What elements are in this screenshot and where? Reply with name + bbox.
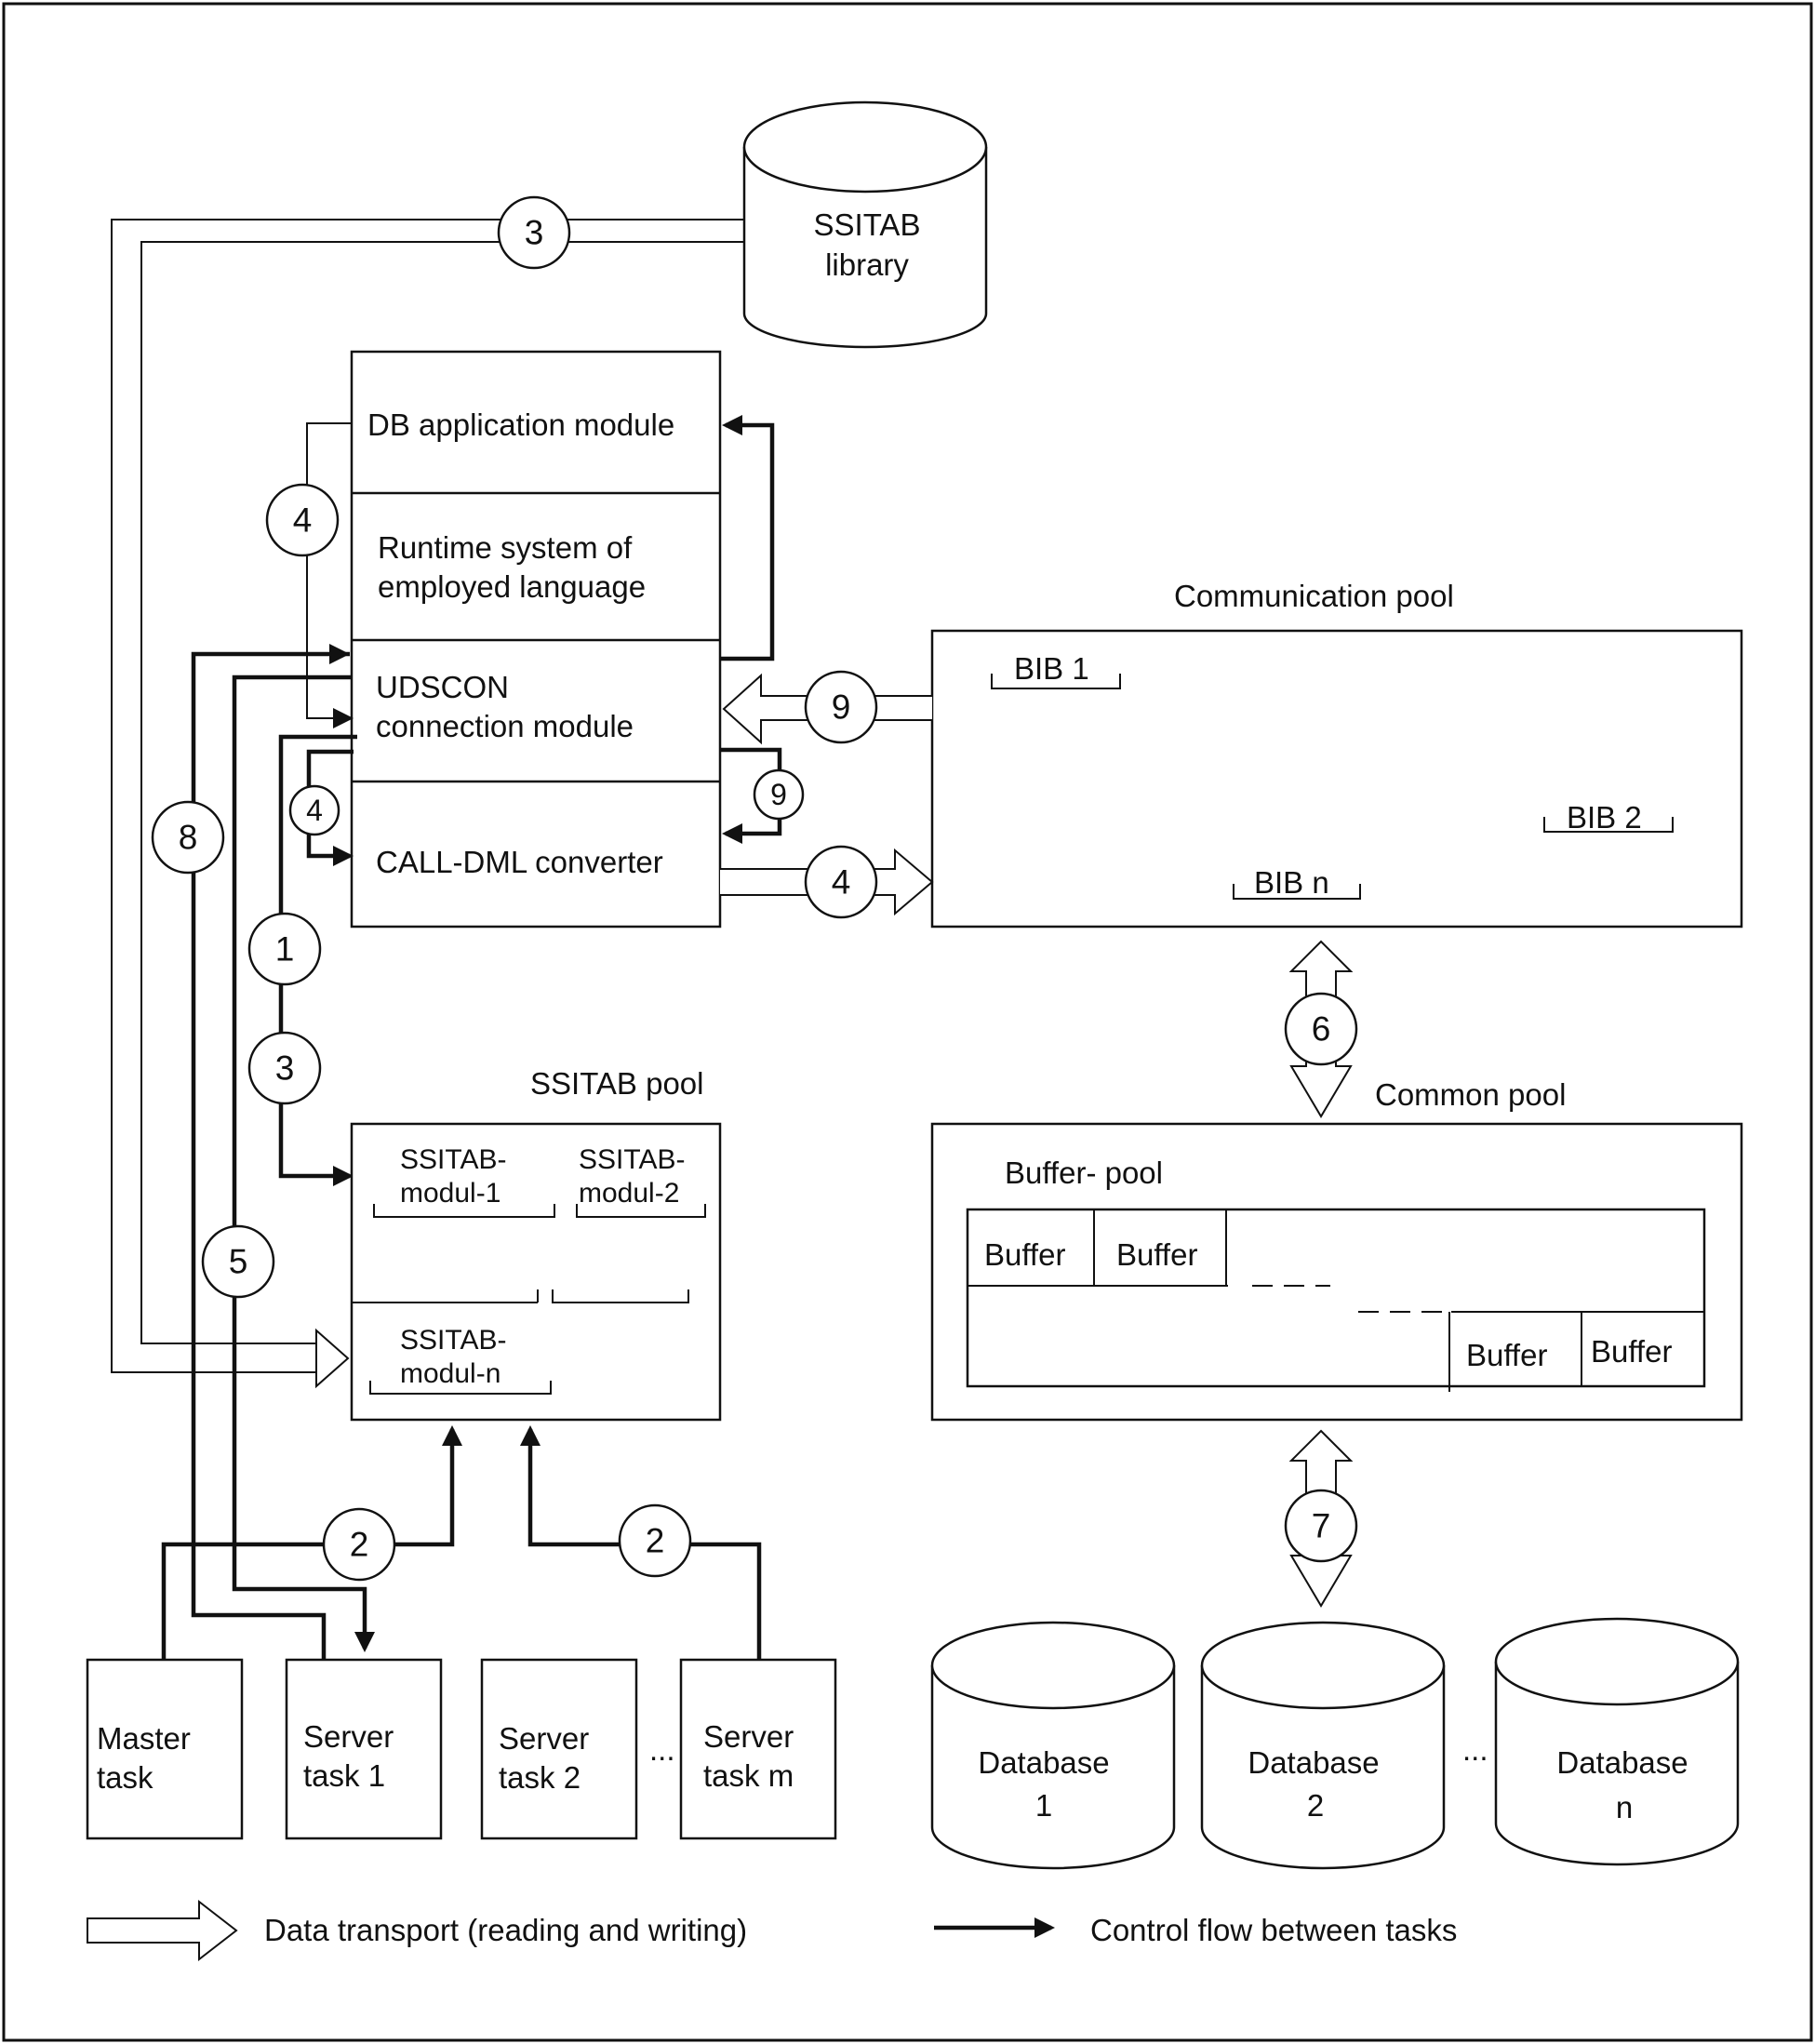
bib1-label: BIB 1 [1014, 651, 1089, 686]
database-n-label-2: n [1616, 1790, 1633, 1824]
buffer-1-label: Buffer [984, 1237, 1065, 1272]
db-application-module-label: DB application module [367, 407, 674, 442]
step-6: 6 [1312, 1010, 1331, 1049]
communication-pool-title: Communication pool [1174, 579, 1454, 613]
legend-control-flow-label: Control flow between tasks [1090, 1913, 1457, 1947]
ssitab-modul-n-label-2: modul-n [400, 1358, 500, 1389]
server-task-1-label-1: Server [303, 1719, 394, 1754]
step-circles: 3 4 9 9 4 4 8 1 3 5 6 7 2 2 [151, 195, 1358, 1582]
step-3-mid: 3 [275, 1049, 295, 1088]
step-8: 8 [179, 819, 198, 857]
databases-ellipsis: ... [1462, 1732, 1488, 1767]
call-dml-converter-label: CALL-DML converter [376, 845, 663, 879]
master-task-label-1: Master [97, 1721, 191, 1756]
step-9-small: 9 [770, 778, 787, 811]
runtime-label-1: Runtime system of [378, 530, 633, 565]
buffer-4-label: Buffer [1591, 1334, 1672, 1369]
udscon-label-1: UDSCON [376, 670, 509, 704]
tasks-ellipsis: ... [649, 1732, 675, 1767]
ssitab-modul-1-label-2: modul-1 [400, 1178, 500, 1209]
common-pool: Common pool Buffer- pool Buffer Buffer B… [930, 1077, 1743, 1422]
common-pool-title: Common pool [1375, 1077, 1566, 1112]
ssitab-modul-n-label-1: SSITAB- [400, 1325, 506, 1356]
runtime-label-2: employed language [378, 569, 646, 604]
server-task-2-label-2: task 2 [499, 1760, 581, 1795]
ssitab-library-label-2: library [825, 247, 909, 282]
step-1: 1 [275, 930, 295, 969]
step-7: 7 [1312, 1507, 1331, 1545]
buffer-pool-label: Buffer- pool [1005, 1156, 1163, 1190]
tasks: Master task Server task 1 Server task 2 … [86, 1658, 837, 1840]
step-2-master: 2 [350, 1526, 369, 1564]
database-1-label-1: Database [978, 1745, 1109, 1780]
database-1-label-2: 1 [1035, 1788, 1052, 1823]
server-task-2-label-1: Server [499, 1721, 589, 1756]
ssitab-library: SSITAB library [742, 100, 988, 349]
control-step4-dbapp-to-udscon [306, 422, 354, 728]
server-task-1-label-2: task 1 [303, 1758, 385, 1793]
buffer-2-label: Buffer [1116, 1237, 1197, 1272]
legend: Data transport (reading and writing) Con… [87, 1899, 1457, 1962]
ssitab-pool-title: SSITAB pool [530, 1066, 703, 1101]
data-transport-3-pipe [111, 219, 744, 1389]
ssitab-modul-1-label-1: SSITAB- [400, 1144, 506, 1175]
step-4-left: 4 [293, 501, 313, 540]
server-task-m-label-1: Server [703, 1719, 794, 1754]
communication-pool: Communication pool BIB 1 BIB 2 BIB n [930, 579, 1743, 928]
step-9-data: 9 [832, 688, 851, 727]
database-2-label-2: 2 [1307, 1788, 1324, 1823]
bibn-label: BIB n [1254, 865, 1329, 900]
ssitab-pool: SSITAB pool SSITAB- modul-1 SSITAB- modu… [350, 1066, 722, 1422]
ssitab-library-label-1: SSITAB [814, 207, 921, 242]
app-module-stack: DB application module Runtime system of … [350, 350, 722, 928]
control-step2-master [161, 1425, 462, 1660]
control-step5 [232, 675, 375, 1652]
legend-data-transport-label: Data transport (reading and writing) [264, 1913, 747, 1947]
ssitab-modul-2-label-1: SSITAB- [579, 1144, 685, 1175]
control-udscon-to-dbapp [720, 415, 775, 661]
legend-data-transport-arrow [87, 1899, 238, 1962]
udscon-label-2: connection module [376, 709, 634, 743]
step-3-top: 3 [525, 214, 544, 252]
step-4-data: 4 [832, 863, 851, 902]
control-step8 [191, 651, 350, 1662]
database-2-label-1: Database [1248, 1745, 1379, 1780]
step-2-server: 2 [646, 1522, 665, 1560]
server-task-m-label-2: task m [703, 1758, 794, 1793]
databases: Database 1 Database 2 ... Database n [930, 1617, 1740, 1870]
step-4-small: 4 [306, 794, 323, 827]
bib2-label: BIB 2 [1567, 800, 1642, 835]
ssitab-modul-2-label-2: modul-2 [579, 1178, 679, 1209]
database-n-label-1: Database [1556, 1745, 1688, 1780]
buffer-3-label: Buffer [1466, 1338, 1547, 1372]
step-5: 5 [229, 1243, 248, 1281]
master-task-label-2: task [97, 1760, 153, 1795]
